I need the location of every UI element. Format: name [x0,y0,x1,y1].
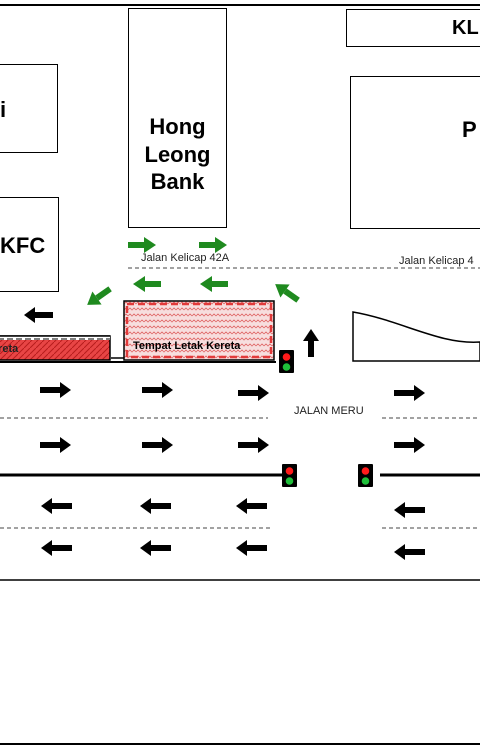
arrow-up [303,329,319,357]
arrow-right [40,437,71,453]
kerb-island [352,311,480,362]
parking-main-label: Tempat Letak Kereta [133,340,241,352]
building-p-label: P [462,117,477,142]
traffic-light-icon [279,350,294,373]
road-label-kelicap-42a: Jalan Kelicap 42A [141,252,230,264]
arrow-left [394,544,425,560]
road-label-jalan-meru: JALAN MERU [294,405,364,417]
arrow-left [394,502,425,518]
green-arrow-right [128,237,156,253]
green-arrow-diag-up-left [275,284,300,303]
green-arrows [87,237,300,305]
arrow-left [140,540,171,556]
arrow-right [142,437,173,453]
road-label-kelicap-right: Jalan Kelicap 4 [399,255,474,267]
green-arrow-left [200,276,228,292]
building-kl [346,9,480,47]
parking-left-label: Kereta [0,343,19,355]
arrow-right [142,382,173,398]
black-arrows [24,307,425,560]
green-arrow-right [199,237,227,253]
parking-main [111,300,275,361]
parking-left [0,335,111,361]
building-hong-leong-bank-label: Hong Leong Bank [144,114,211,194]
building-p [350,76,480,229]
arrow-left [236,540,267,556]
traffic-light-icon [282,464,297,487]
green-arrow-left [133,276,161,292]
arrow-left [41,540,72,556]
arrow-left [140,498,171,514]
arrow-right [238,385,269,401]
building-kfc-label: KFC [0,233,46,258]
arrow-left [24,307,53,323]
building-left-top [0,64,58,153]
arrow-right [394,437,425,453]
arrow-left [41,498,72,514]
building-kl-label: KL [452,17,479,39]
arrow-left [236,498,267,514]
arrow-right [394,385,425,401]
building-left-top-label: i [0,97,7,122]
traffic-light-icon [358,464,373,487]
green-arrow-diag-down-left [87,286,112,305]
arrow-right [238,437,269,453]
arrow-right [40,382,71,398]
building-hong-leong-bank [128,8,227,228]
building-kfc [0,197,59,292]
